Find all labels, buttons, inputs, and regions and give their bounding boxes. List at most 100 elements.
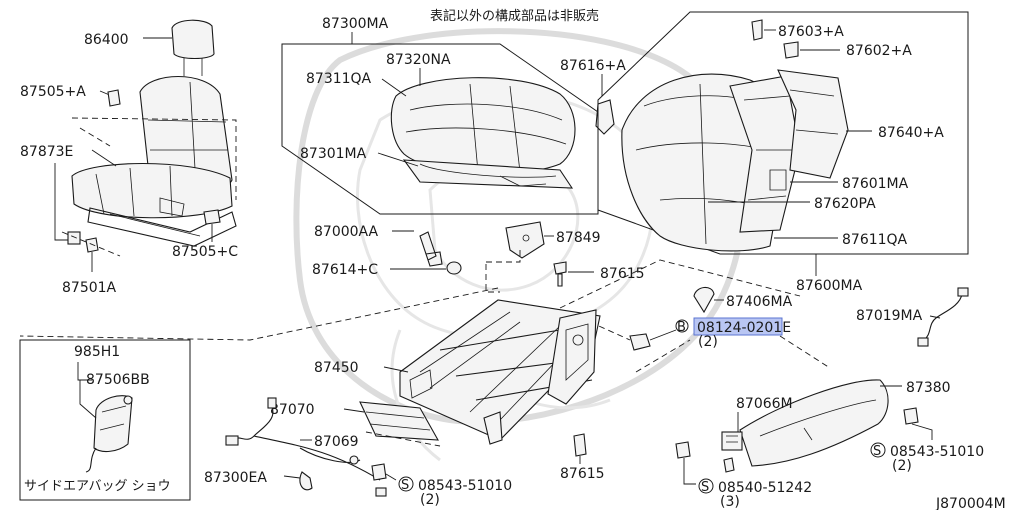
dashed-guide-right-a	[559, 259, 801, 309]
label-87000aa[interactable]: 87000AA	[314, 224, 379, 240]
cap-87614c	[446, 261, 462, 275]
label-87640a[interactable]: 87640+A	[878, 125, 944, 141]
leader-08540	[683, 458, 696, 485]
airbag-wire	[85, 447, 97, 473]
label-87311qa[interactable]: 87311QA	[306, 71, 372, 87]
label-08543b[interactable]: 08543-51010	[890, 444, 984, 460]
label-87380[interactable]: 87380	[906, 380, 951, 396]
s-symbol-circle-c	[698, 478, 714, 494]
dashed-guide-harness	[365, 431, 441, 447]
diagram-code: J870004M	[935, 496, 1006, 510]
label-87501a[interactable]: 87501A	[62, 280, 117, 296]
airbag-bolt	[123, 395, 133, 405]
b-symbol-circle	[675, 319, 689, 333]
s-symbol-circle-a	[398, 476, 414, 492]
label-87505c[interactable]: 87505+C	[172, 244, 238, 260]
label-87301ma[interactable]: 87301MA	[300, 146, 367, 162]
side-airbag-label: サイドエアバッグ ショウ	[24, 479, 171, 494]
leader-87311qa	[381, 78, 407, 97]
dashed-guide-center	[635, 339, 691, 373]
bracket-87505a	[107, 89, 121, 107]
seat-frame-illustration	[399, 299, 601, 445]
harness-87019ma	[923, 293, 963, 341]
bolt-87000aa	[419, 231, 443, 267]
cushion-assembly-frame	[281, 43, 599, 215]
label-87615-bottom[interactable]: 87615	[560, 466, 605, 482]
dashed-guide-seat-a	[71, 117, 237, 200]
screw-08540-b	[723, 457, 735, 473]
label-08543b-qty: (2)	[892, 458, 912, 474]
dashed-guide-seat-b	[61, 127, 121, 257]
dashed-guide-mid	[485, 250, 521, 293]
complete-seat-illustration	[71, 19, 237, 247]
label-985h1[interactable]: 985H1	[74, 344, 120, 360]
label-87873e[interactable]: 87873E	[20, 144, 73, 160]
label-87603a[interactable]: 87603+A	[778, 24, 844, 40]
label-08540-qty: (3)	[720, 494, 740, 510]
label-87070[interactable]: 87070	[270, 402, 315, 418]
highlight-08124	[693, 317, 783, 336]
side-airbag-box	[19, 339, 191, 501]
clip-87300ea	[299, 471, 313, 491]
label-87406ma[interactable]: 87406MA	[726, 294, 793, 310]
label-87615-top[interactable]: 87615	[600, 266, 645, 282]
screw-08540	[675, 441, 691, 459]
bracket-87849	[505, 221, 545, 259]
label-87450[interactable]: 87450	[314, 360, 359, 376]
clip-87873e	[67, 231, 81, 245]
bolt-87615-bottom	[573, 433, 587, 457]
label-87066m[interactable]: 87066M	[736, 396, 793, 412]
label-87300ma[interactable]: 87300MA	[322, 16, 389, 32]
label-87620pa[interactable]: 87620PA	[814, 196, 876, 212]
label-87506bb[interactable]: 87506BB	[86, 372, 150, 388]
clip-87602a	[783, 41, 799, 59]
cushion-pad-illustration	[390, 77, 576, 189]
dashed-guide-left	[19, 287, 499, 341]
label-87611qa[interactable]: 87611QA	[842, 232, 908, 248]
label-87849[interactable]: 87849	[556, 230, 601, 246]
clip-87501a	[85, 237, 99, 253]
leader-87873e	[54, 163, 70, 241]
label-87616a[interactable]: 87616+A	[560, 58, 626, 74]
leader-87019ma	[929, 315, 941, 319]
bolt-08124	[629, 333, 651, 351]
screw-08543a	[371, 463, 387, 481]
label-87601ma[interactable]: 87601MA	[842, 176, 909, 192]
label-08124-qty: (2)	[698, 334, 718, 350]
back-assembly-frame	[597, 11, 969, 255]
label-87602a[interactable]: 87602+A	[846, 43, 912, 59]
leader-87300ea	[283, 475, 301, 479]
clip-87505c	[203, 209, 221, 225]
s-symbol-letter-a: S	[401, 478, 409, 493]
header-note: 表記以外の構成部品は非販売	[430, 8, 599, 24]
label-87320na[interactable]: 87320NA	[386, 52, 451, 68]
label-08543a[interactable]: 08543-51010	[418, 478, 512, 494]
bolt-87615-top	[553, 261, 567, 287]
leader-08124	[649, 329, 677, 341]
label-87614c[interactable]: 87614+C	[312, 262, 378, 278]
side-cover-87380	[721, 379, 889, 467]
label-08543a-qty: (2)	[420, 492, 440, 508]
label-08124[interactable]: 08124-0201E	[697, 320, 791, 336]
leader-87873e-b	[91, 149, 117, 167]
screw-08543b	[903, 407, 919, 425]
s-symbol-circle-b	[870, 442, 886, 458]
label-87600ma[interactable]: 87600MA	[796, 278, 863, 294]
label-87069[interactable]: 87069	[314, 434, 359, 450]
leader-87301ma	[377, 152, 419, 167]
leader-airbag	[79, 380, 97, 419]
b-symbol-letter: B	[677, 320, 686, 335]
leader-08543a	[385, 473, 397, 481]
dashed-guide-right-b	[589, 321, 831, 369]
airbag-module	[93, 395, 133, 453]
label-87019ma[interactable]: 87019MA	[856, 308, 923, 324]
label-87505a[interactable]: 87505+A	[20, 84, 86, 100]
s-symbol-letter-b: S	[873, 444, 881, 459]
label-87300ea[interactable]: 87300EA	[204, 470, 267, 486]
clip-87603a	[751, 19, 763, 41]
label-86400[interactable]: 86400	[84, 32, 129, 48]
back-pad-illustration	[621, 69, 849, 252]
leader-87450	[383, 366, 409, 373]
leader-87070	[343, 408, 365, 413]
label-08540[interactable]: 08540-51242	[718, 480, 812, 496]
